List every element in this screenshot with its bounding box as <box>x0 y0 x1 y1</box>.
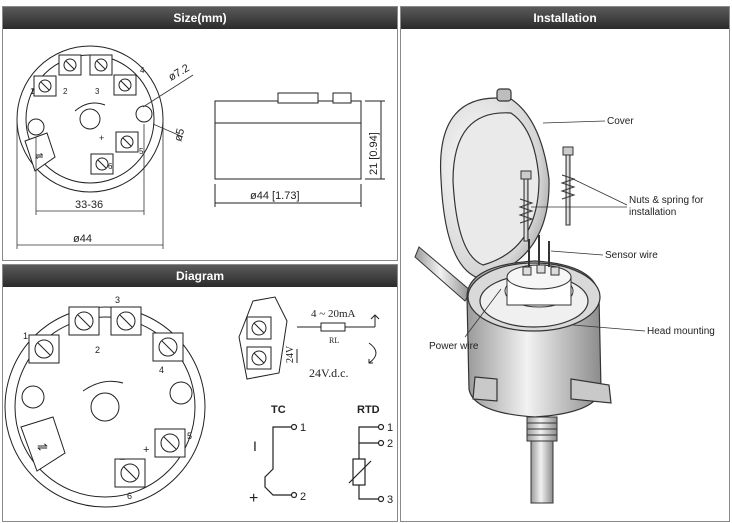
diagram-terminal-label-4: 4 <box>159 365 164 375</box>
tc-pin-1: 1 <box>300 422 306 434</box>
head-cover <box>439 88 550 280</box>
power-wire-cable <box>414 246 472 302</box>
size-terminal-label-4: 4 <box>140 66 145 75</box>
mounting-screw-right <box>560 146 576 226</box>
terminal-block-5 <box>115 131 139 153</box>
diagram-terminal-label-6: 6 <box>127 491 132 501</box>
size-terminal-label-6: 6 <box>108 162 113 171</box>
load-resistor-label: RL <box>329 336 339 345</box>
terminal-block-1 <box>33 75 57 97</box>
terminal-block-3 <box>89 54 113 76</box>
size-drawing: 2 3 1 4 5 6 + ⇌ ø7.2 ø5 33-36 ø44 <box>16 45 385 249</box>
transmitter-top-view <box>16 45 164 193</box>
thermowell-pipe <box>526 416 558 504</box>
small-diameter-label: ø5 <box>172 127 187 143</box>
terminal-block-4 <box>113 74 137 96</box>
top-view-dimension-lines <box>16 74 194 249</box>
head-mounting-label: Head mounting <box>647 326 715 337</box>
diagram-terminal-label-1: 1 <box>23 331 28 341</box>
tc-title: TC <box>271 404 286 416</box>
size-panel: Size(mm) <box>2 6 398 261</box>
diagram-terminal-block-3 <box>110 306 142 336</box>
rtd-pin-2: 2 <box>387 438 393 450</box>
tc-plus-sign: + <box>249 490 258 507</box>
diagram-mounting-hole-left <box>21 385 45 409</box>
current-loop-diagram <box>238 296 380 380</box>
nuts-spring-label-line2: installation <box>629 207 676 218</box>
tc-pin-2: 2 <box>300 491 306 503</box>
diagram-terminal-block-6 <box>114 458 146 488</box>
diagram-terminal-block-1 <box>28 334 60 364</box>
diagram-terminal-block-4 <box>152 332 184 362</box>
outer-diameter-label: ø44 <box>73 233 92 245</box>
thermocouple-symbol <box>264 423 298 499</box>
diagram-terminal-label-2: 2 <box>95 345 100 355</box>
power-wire-label: Power wire <box>429 341 479 352</box>
svg-text:+: + <box>99 133 104 143</box>
sensor-wires <box>528 235 550 267</box>
installation-panel-title: Installation <box>401 7 729 29</box>
diagram-mounting-hole-right <box>169 381 193 405</box>
rtd-pin-3: 3 <box>387 494 393 506</box>
mounting-hole-left <box>27 118 45 136</box>
diagram-terminal-label-5: 5 <box>187 431 192 441</box>
diagram-panel-title: Diagram <box>3 265 397 287</box>
size-terminal-label-2: 2 <box>63 87 68 96</box>
loop-current-label: 4 ~ 20mA <box>311 308 356 320</box>
rtd-title: RTD <box>357 404 380 416</box>
size-panel-title: Size(mm) <box>3 7 397 29</box>
size-terminal-label-5: 5 <box>139 147 144 156</box>
mounting-screw-left <box>518 170 534 242</box>
tc-minus-sign: I <box>253 438 257 454</box>
terminal-block-6 <box>90 153 114 175</box>
width-dimension-label: ø44 [1.73] <box>250 190 300 202</box>
svg-text:+: + <box>143 444 149 456</box>
terminal-block-2 <box>58 54 82 76</box>
supply-voltage-label: 24V.d.c. <box>309 366 348 380</box>
wiring-diagram: 1 2 3 4 5 6 − + ⇌ 4 ~ 20m <box>4 295 393 508</box>
diagram-usb-icon: ⇌ <box>37 439 48 454</box>
cover-label: Cover <box>607 116 634 127</box>
installation-panel: Installation <box>400 6 730 522</box>
transmitter-module <box>504 264 574 308</box>
mounting-hole-right <box>135 105 153 123</box>
diagram-terminal-block-5 <box>154 428 186 458</box>
rtd-pin-1: 1 <box>387 422 393 434</box>
nuts-spring-label-line1: Nuts & spring for <box>629 195 704 206</box>
diagram-terminal-label-3: 3 <box>115 295 120 305</box>
diagram-terminal-block-2 <box>68 306 100 336</box>
size-terminal-label-3: 3 <box>95 87 100 96</box>
usb-icon: ⇌ <box>35 151 43 162</box>
transmitter-side-view <box>214 92 385 207</box>
diagram-panel: Diagram <box>2 264 398 522</box>
rtd-symbol <box>348 423 385 503</box>
svg-text:−: − <box>119 454 125 466</box>
sensor-wire-label: Sensor wire <box>605 250 658 261</box>
installation-drawing: Cover Nuts & spring for installation Sen… <box>414 88 715 504</box>
size-terminal-label-1: 1 <box>30 87 35 96</box>
transmitter-terminal-view <box>4 306 206 508</box>
callout-leaders <box>464 120 646 338</box>
loop-supply-side-label: 24V <box>285 345 296 363</box>
height-dimension-label: 21 [0.94] <box>368 132 380 175</box>
spacing-dimension-label: 33-36 <box>75 199 103 211</box>
hole-diameter-label: ø7.2 <box>167 62 192 83</box>
